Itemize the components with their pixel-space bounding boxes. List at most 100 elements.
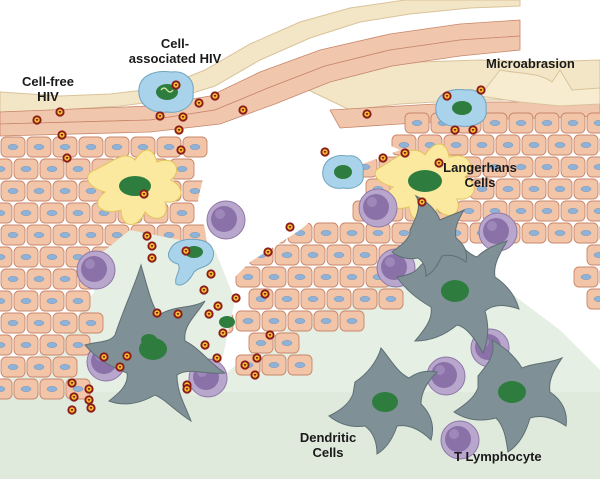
cell-nucleus	[359, 296, 371, 302]
cell-nucleus	[85, 320, 97, 326]
hiv-virion-icon	[173, 309, 183, 319]
t-lymphocyte-icon	[440, 420, 480, 460]
cell-nucleus	[46, 254, 58, 260]
epithelial-cell	[586, 200, 600, 222]
cell-nucleus	[189, 232, 201, 238]
cell-nucleus	[0, 254, 6, 260]
cell-nucleus	[46, 210, 58, 216]
t-lymphocyte-icon	[358, 188, 398, 228]
cell-nucleus	[20, 342, 32, 348]
hiv-virion-icon	[213, 301, 223, 311]
cell-nucleus	[346, 318, 358, 324]
epithelial-cell	[586, 112, 600, 134]
hiv-virion-icon	[171, 80, 181, 90]
cell-nucleus	[294, 318, 306, 324]
hiv-virion-icon	[147, 241, 157, 251]
hiv-virion-group	[32, 80, 486, 415]
cell-nucleus	[242, 318, 254, 324]
cell-nucleus	[33, 364, 45, 370]
cell-nucleus	[320, 318, 332, 324]
cell-nucleus	[176, 210, 188, 216]
hiv-virion-icon	[57, 130, 67, 140]
t-lymphocyte-icon	[76, 250, 116, 290]
hiv-virion-icon	[320, 147, 330, 157]
label-cell-free-hiv: Cell-free HIV	[21, 74, 75, 104]
dendritic-cell-icon	[328, 346, 439, 455]
cell-nucleus	[59, 188, 71, 194]
label-cell-associated-hiv: Cell-associated HIV	[128, 36, 222, 66]
hiv-virion-icon	[84, 384, 94, 394]
cell-nucleus	[281, 296, 293, 302]
cell-nucleus	[528, 186, 540, 192]
cell-nucleus	[72, 342, 84, 348]
cell-nucleus	[72, 298, 84, 304]
cell-nucleus	[580, 274, 592, 280]
cell-nucleus	[0, 342, 6, 348]
cell-nucleus	[33, 188, 45, 194]
cell-nucleus	[476, 186, 488, 192]
cell-nucleus	[515, 164, 527, 170]
cell-nucleus	[450, 142, 462, 148]
cell-nucleus	[72, 210, 84, 216]
cell-nucleus	[307, 252, 319, 258]
hiv-virion-icon	[62, 153, 72, 163]
cell-nucleus	[59, 144, 71, 150]
cell-nucleus	[255, 340, 267, 346]
cell-nucleus	[0, 298, 6, 304]
infected-nucleus	[141, 334, 157, 346]
hiv-virion-icon	[174, 125, 184, 135]
cell-nucleus	[489, 120, 501, 126]
cell-nucleus	[20, 386, 32, 392]
cell-nucleus	[528, 230, 540, 236]
cell-nucleus	[489, 164, 501, 170]
hiv-virion-icon	[139, 189, 149, 199]
cell-nucleus	[333, 252, 345, 258]
cell-nucleus	[0, 210, 6, 216]
cell-nucleus	[580, 186, 592, 192]
cell-nucleus	[593, 296, 600, 302]
cell-nucleus	[541, 208, 553, 214]
cell-nucleus	[111, 144, 123, 150]
hiv-virion-icon	[212, 353, 222, 363]
cell-nucleus	[346, 274, 358, 280]
cell-nucleus	[46, 298, 58, 304]
hiv-virion-icon	[99, 352, 109, 362]
cell-nucleus	[33, 232, 45, 238]
hiv-virion-icon	[260, 289, 270, 299]
cell-nucleus	[593, 252, 600, 258]
hiv-virion-icon	[210, 91, 220, 101]
cell-nucleus	[502, 142, 514, 148]
hiv-virion-icon	[362, 109, 372, 119]
cell-nucleus	[7, 364, 19, 370]
infected-nucleus	[219, 316, 235, 328]
cell-nucleus	[580, 230, 592, 236]
cell-nucleus	[0, 166, 6, 172]
hiv-virion-icon	[142, 231, 152, 241]
cell-nucleus	[515, 208, 527, 214]
cell-nucleus	[33, 144, 45, 150]
cell-nucleus	[7, 144, 19, 150]
cell-nucleus	[567, 120, 579, 126]
hiv-virion-icon	[378, 153, 388, 163]
epithelial-cell	[586, 156, 600, 178]
cell-nucleus	[502, 186, 514, 192]
cell-nucleus	[346, 230, 358, 236]
cell-nucleus	[33, 320, 45, 326]
cell-nucleus	[359, 252, 371, 258]
hiv-virion-icon	[182, 384, 192, 394]
hiv-virion-icon	[206, 269, 216, 279]
hiv-virion-icon	[218, 328, 228, 338]
cell-nucleus	[333, 296, 345, 302]
cell-nucleus	[59, 320, 71, 326]
hiv-virion-icon	[450, 125, 460, 135]
cell-nucleus	[268, 274, 280, 280]
cell-nucleus	[593, 208, 600, 214]
hiv-virion-icon	[250, 370, 260, 380]
hiv-virion-icon	[200, 340, 210, 350]
langerhans-cell-icon	[87, 149, 182, 225]
cell-nucleus	[7, 276, 19, 282]
cell-nucleus	[567, 164, 579, 170]
cell-nucleus	[320, 274, 332, 280]
cell-nucleus	[593, 164, 600, 170]
